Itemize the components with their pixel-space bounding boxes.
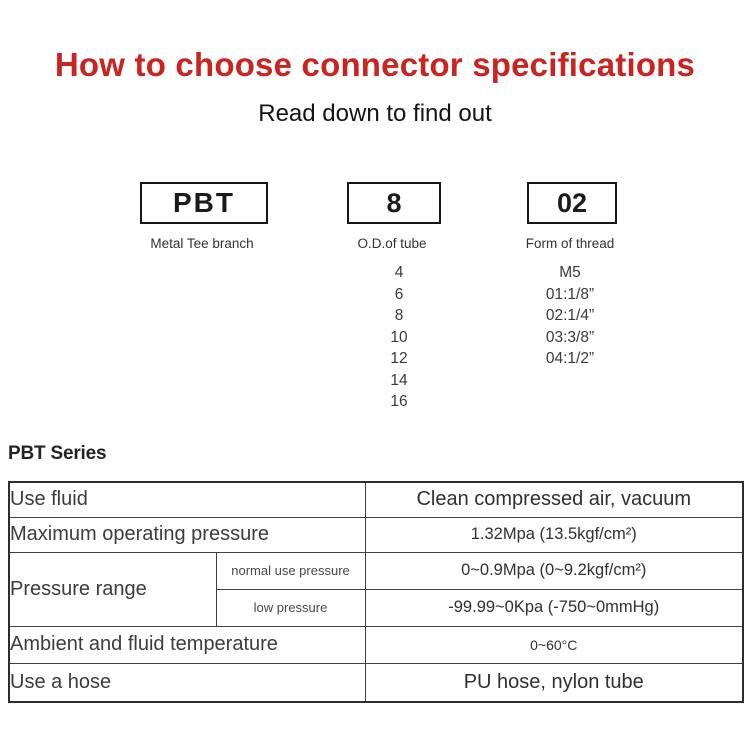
code-box-series: PBT	[140, 182, 268, 224]
code-box-label-thread-form: Form of thread	[525, 236, 615, 251]
code-box-label-series: Metal Tee branch	[150, 236, 254, 251]
spec-label-temperature: Ambient and fluid temperature	[8, 625, 366, 664]
spec-value-low-pressure: -99.99~0Kpa (-750~0mmHg)	[364, 588, 744, 627]
series-heading: PBT Series	[8, 443, 107, 464]
option-list-item: 04:1/2”	[545, 350, 595, 367]
option-list-item: 14	[390, 371, 408, 389]
spec-label-use-fluid: Use fluid	[8, 481, 366, 518]
table-row: Use fluid Clean compressed air, vacuum	[8, 481, 744, 518]
spec-table: Use fluid Clean compressed air, vacuum M…	[8, 481, 744, 703]
spec-value-use-fluid: Clean compressed air, vacuum	[364, 481, 744, 518]
table-row: Use a hose PU hose, nylon tube	[8, 662, 744, 703]
spec-label-hose: Use a hose	[8, 662, 366, 703]
spec-value-hose: PU hose, nylon tube	[364, 662, 744, 703]
code-box-tube-od: 8	[347, 182, 441, 224]
page-title: How to choose connector specifications	[54, 46, 696, 83]
option-list-item: 6	[394, 285, 404, 303]
table-row: Ambient and fluid temperature 0~60°C	[8, 625, 744, 664]
option-list-item: 4	[394, 264, 404, 281]
spec-value-normal-use-pressure: 0~0.9Mpa (0~9.2kgf/cm²)	[364, 551, 744, 590]
table-row: Pressure range normal use pressure 0~0.9…	[8, 551, 744, 627]
thread-form-options-list: M5 01:1/8” 02:1/4” 03:3/8” 04:1/2”	[470, 262, 670, 370]
option-list-item: 10	[390, 328, 408, 346]
option-list-item: 16	[390, 393, 408, 410]
option-list-item: 12	[390, 350, 408, 367]
spec-value-temperature: 0~60°C	[364, 625, 744, 664]
page-subtitle: Read down to find out	[258, 100, 492, 127]
spec-value-max-pressure: 1.32Mpa (13.5kgf/cm²)	[364, 516, 744, 553]
spec-sublabel-low-pressure: low pressure	[215, 588, 366, 627]
spec-label-pressure-range: Pressure range	[8, 551, 217, 627]
option-list-item: M5	[559, 264, 581, 281]
tube-od-options-list: 4 6 8 10 12 14 16	[349, 262, 449, 413]
option-list-item: 8	[394, 307, 404, 324]
option-list-item: 01:1/8”	[545, 285, 595, 303]
option-list-item: 02:1/4”	[545, 307, 595, 324]
option-list-item: 03:3/8”	[545, 328, 595, 346]
spec-label-max-pressure: Maximum operating pressure	[8, 516, 366, 553]
spec-sublabel-normal-use-pressure: normal use pressure	[215, 551, 366, 590]
table-row: low pressure -99.99~0Kpa (-750~0mmHg)	[9, 588, 744, 627]
table-row: Maximum operating pressure 1.32Mpa (13.5…	[8, 516, 744, 553]
code-box-thread-form: 02	[527, 182, 617, 224]
code-box-label-tube-od: O.D.of tube	[357, 236, 427, 251]
